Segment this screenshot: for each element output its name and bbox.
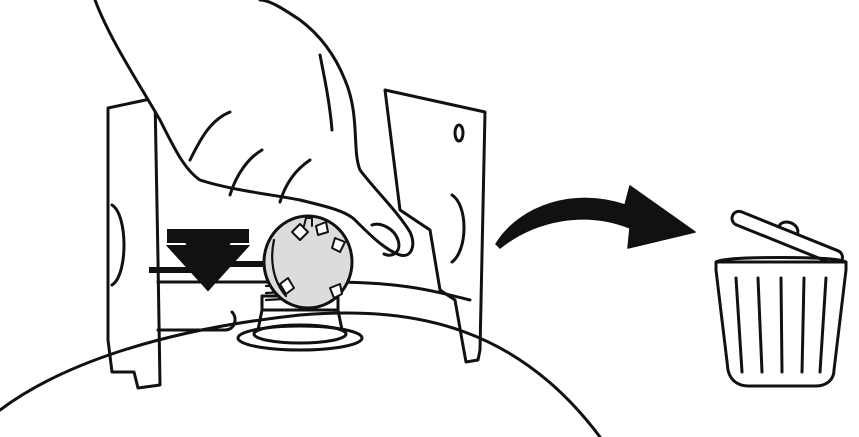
- curved-arrow-right-icon: [496, 186, 695, 248]
- gas-cylinder-valve-cap-icon: [264, 216, 352, 308]
- cylinder-dome: [0, 313, 600, 437]
- cylinder-handle-left: [108, 98, 160, 388]
- hand-removing-cap-icon: [95, 0, 413, 255]
- trash-bin-icon: [716, 202, 848, 386]
